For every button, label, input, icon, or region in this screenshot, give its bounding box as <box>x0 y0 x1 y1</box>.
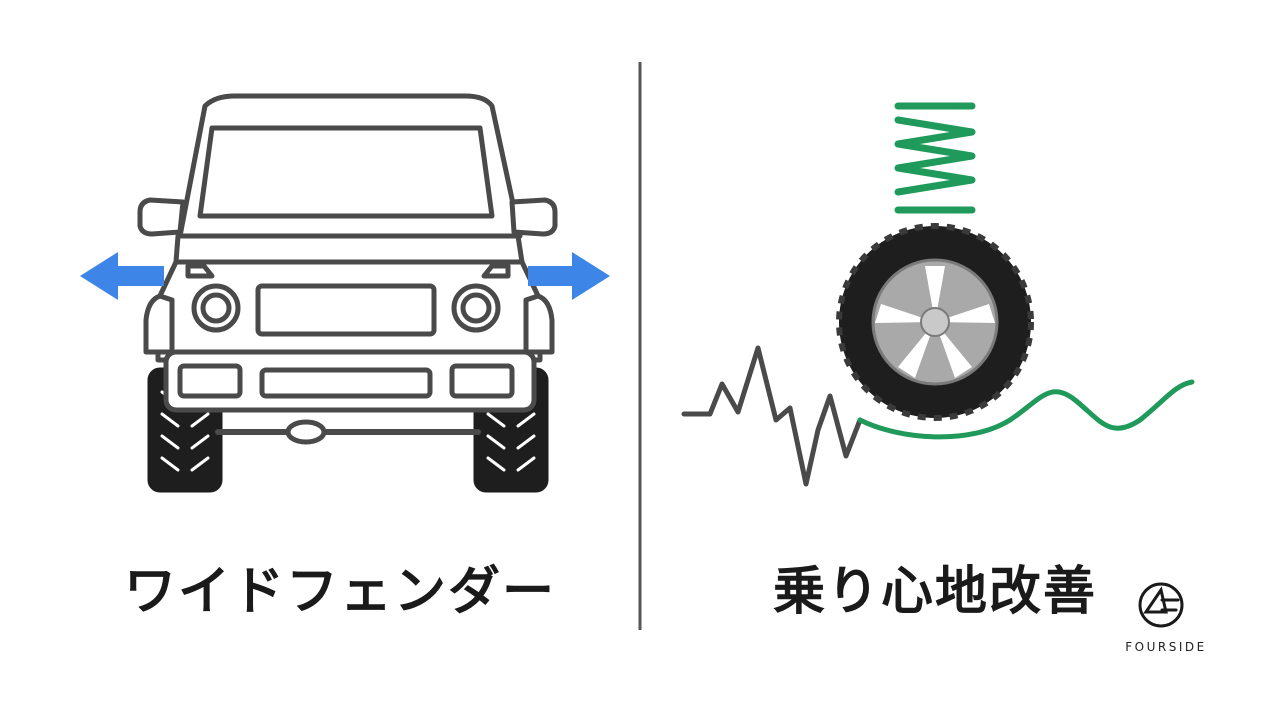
coil-spring-icon <box>894 102 976 214</box>
right-caption: 乗り心地改善 <box>772 562 1097 622</box>
arrow-left-icon <box>80 252 164 300</box>
road-vibration-wave-icon <box>681 345 1195 487</box>
vehicle-front-icon <box>137 93 558 493</box>
left-caption: ワイドフェンダー <box>123 562 556 622</box>
brand-name: FOURSIDE <box>1125 640 1207 654</box>
brand: FOURSIDE <box>1106 582 1226 662</box>
wheel-icon <box>836 223 1034 421</box>
brand-logo-icon <box>1138 582 1184 628</box>
arrow-right-icon <box>528 252 610 300</box>
